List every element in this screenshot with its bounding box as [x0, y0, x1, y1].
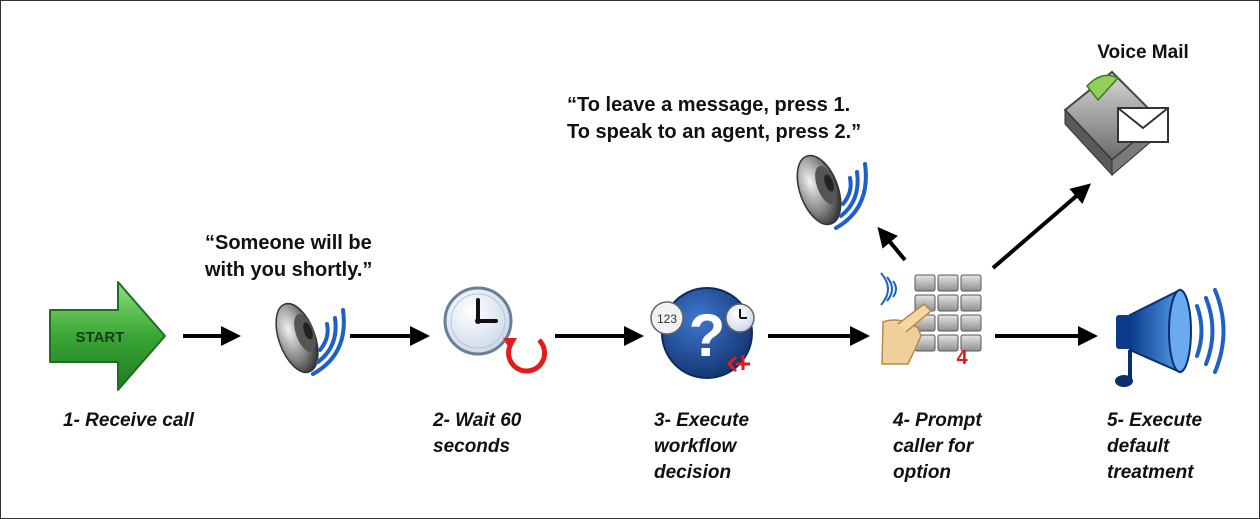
voice-mail-phone-icon: [1063, 70, 1169, 177]
keypad-digit: 4: [956, 347, 968, 369]
megaphone-icon: [1115, 288, 1226, 387]
speaker-icon: [796, 154, 868, 230]
svg-text:?: ?: [689, 302, 726, 369]
step-label-default-treatment: 5- Execute default treatment: [1107, 410, 1203, 483]
refresh-arrow-icon: [503, 338, 548, 374]
svg-text:123: 123: [657, 312, 677, 326]
clock-icon: [443, 286, 513, 356]
keypad-icon: 4: [880, 272, 982, 369]
start-label: START: [76, 329, 125, 346]
start-arrow-icon: START: [49, 281, 166, 391]
step-label-workflow-decision: 3- Execute workflow decision: [654, 410, 750, 483]
voice-mail-label: Voice Mail: [1097, 42, 1189, 63]
menu-prompt-quote: “To leave a message, press 1. To speak t…: [567, 94, 862, 143]
workflow-decision-icon: ? 123: [650, 287, 755, 379]
connector-arrow: [991, 183, 1092, 270]
step-label-prompt-caller: 4- Prompt caller for option: [893, 410, 982, 483]
connector-arrow: [877, 226, 907, 262]
step-label-wait: 2- Wait 60 seconds: [433, 410, 522, 457]
speaker-icon: [275, 302, 346, 376]
step-label-receive-call: 1- Receive call: [63, 410, 194, 431]
greeting-quote: “Someone will be with you shortly.”: [205, 232, 373, 281]
